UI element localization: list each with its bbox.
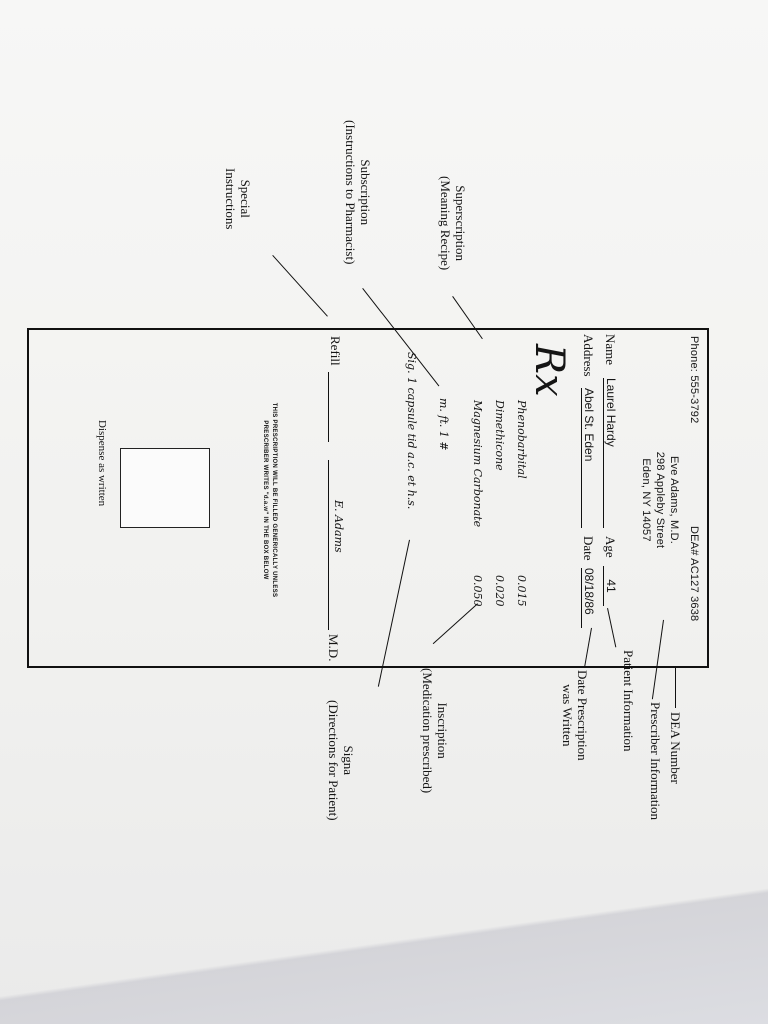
signa-annotation: Signa (Directions for Patient) bbox=[326, 700, 356, 821]
refill-line bbox=[328, 372, 343, 442]
prescriber-signature: E. Adams bbox=[332, 500, 345, 553]
date-written: 08/18/86 bbox=[581, 568, 596, 628]
dea-number-annotation: DEA Number bbox=[668, 712, 683, 784]
special-instructions-leader-line bbox=[272, 255, 328, 317]
patient-name: Laurel Hardy bbox=[603, 378, 618, 528]
date-written-annotation: Date Prescription was Written bbox=[560, 670, 590, 761]
rx-symbol: Rx bbox=[526, 344, 572, 397]
name-label: Name bbox=[603, 334, 618, 366]
medication-name: Dimethicone bbox=[493, 400, 506, 471]
signa-text: Sig. 1 capsule tid a.c. et h.s. bbox=[405, 352, 418, 510]
patient-address: Abel St. Eden bbox=[581, 388, 596, 528]
medication-name: Magnesium Carbonate bbox=[471, 400, 484, 528]
medication-amount: 0.020 bbox=[493, 575, 506, 607]
medication-name: Phenobarbital bbox=[515, 400, 528, 479]
md-label: M.D. bbox=[326, 634, 341, 662]
special-instructions-annotation: Special Instructions bbox=[223, 168, 253, 230]
prescriber-city: Eden, NY 14057 bbox=[640, 458, 652, 542]
medication-amount: 0.050 bbox=[471, 575, 484, 607]
medication-amount: 0.015 bbox=[515, 575, 528, 607]
date-label: Date bbox=[581, 536, 596, 561]
dispense-as-written-label: Dispense as written bbox=[96, 420, 108, 507]
subscription-text: m. ft. 1 # bbox=[437, 398, 450, 451]
inscription-annotation: Inscription (Medication prescribed) bbox=[420, 668, 450, 794]
age-label: Age bbox=[603, 536, 618, 558]
prescriber-information-annotation: Prescriber Information bbox=[648, 702, 663, 821]
generic-substitution-notice: THIS PRESCRIPTION WILL BE FILLED GENERIC… bbox=[260, 350, 278, 650]
prescriber-street: 298 Appleby Street bbox=[654, 451, 666, 549]
prescriber-phone: Phone: 555-3792 bbox=[688, 336, 700, 424]
subscription-annotation: Subscription (Instructions to Pharmacist… bbox=[343, 120, 373, 265]
refill-label: Refill bbox=[328, 336, 343, 366]
address-label: Address bbox=[581, 334, 596, 377]
patient-information-annotation: Patient Information bbox=[621, 650, 636, 752]
prescriber-name: Eve Adams, M.D. bbox=[668, 456, 680, 544]
dea-number: DEA# AC127 3638 bbox=[688, 526, 700, 622]
notice-line-2: PRESCRIBER WRITES "d.a.w" IN THE BOX BEL… bbox=[262, 420, 268, 580]
daw-box bbox=[120, 448, 210, 528]
notice-line-1: THIS PRESCRIPTION WILL BE FILLED GENERIC… bbox=[271, 402, 277, 598]
dea-leader-line bbox=[675, 668, 676, 708]
superscription-annotation: Superscription (Meaning Recipe) bbox=[438, 176, 468, 271]
patient-age: 41 bbox=[603, 566, 618, 606]
